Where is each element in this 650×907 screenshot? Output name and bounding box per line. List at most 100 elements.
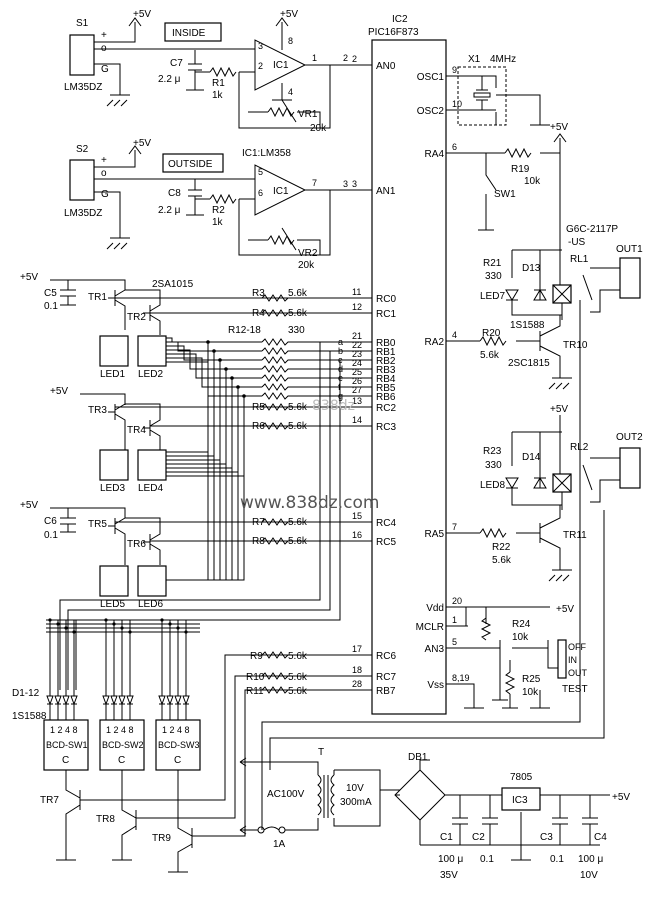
bcd-diode (54, 620, 62, 720)
c4-value: 100 μ (578, 854, 603, 865)
segment-drop (166, 387, 239, 581)
ic1-p1: 1 (312, 53, 317, 63)
segment-resistor (261, 347, 350, 355)
r23-label: R23 (483, 446, 502, 457)
db1-bridge (394, 759, 460, 845)
c7-symbol (186, 50, 210, 91)
ic2-pin-name: RB7 (376, 686, 396, 697)
ic2-pin-name: OSC1 (417, 72, 445, 83)
c4-voltage: 10V (580, 870, 598, 881)
r11-label: R11 (246, 686, 264, 697)
tr10-label: TR10 (563, 340, 588, 351)
sw1-label: SW1 (494, 189, 516, 200)
led1-label: LED1 (100, 369, 125, 380)
r12-18-label: R12-18 (228, 325, 261, 336)
r20-label: R20 (482, 328, 501, 339)
segment-line (166, 337, 262, 343)
outside-label: OUTSIDE (168, 159, 213, 170)
ic2-pin-name: RC1 (376, 309, 396, 320)
r2-symbol (209, 193, 237, 205)
display-group-1: +5V C5 0.1 TR1 2SA1015 TR2 LED1 LED2 (20, 272, 372, 380)
ic2-pin-number: 21 (352, 331, 362, 341)
ic2-pin-name: RC2 (376, 403, 396, 414)
ic2-pin-number: 27 (352, 385, 362, 395)
r2-label: R2 (212, 205, 225, 216)
tr3-supply (80, 393, 126, 405)
tr1-label: TR1 (88, 292, 107, 303)
r25-symbol (504, 671, 516, 695)
s1-ref: S1 (76, 18, 89, 29)
r10-value: 5.6k (288, 672, 308, 683)
r5-label: R5 (252, 402, 265, 413)
c4-label: C4 (594, 832, 607, 843)
tr6-symbol (125, 517, 372, 565)
led5-display (99, 565, 129, 597)
r11-value: 5.6k (288, 686, 308, 697)
ic2-pin-number: 18 (352, 665, 362, 675)
vr1-label: VR1 (298, 109, 318, 120)
ic3-regulator (501, 787, 541, 811)
bcd-diode (182, 620, 190, 720)
r6-label: R6 (252, 421, 265, 432)
ic1b-opamp (254, 164, 307, 216)
fuse-label: 1A (273, 839, 286, 850)
r4-label: R4 (252, 308, 265, 319)
led4-label: LED4 (138, 483, 163, 494)
ic2-pin-number: 13 (352, 396, 362, 406)
out1-label: OUT1 (616, 244, 643, 255)
led8-d14-symbols (505, 477, 562, 506)
s1-vcc: +5V (133, 9, 151, 20)
segment-drop (166, 351, 215, 581)
ic1-p8: 8 (288, 36, 293, 46)
d13-label: D13 (522, 263, 541, 274)
ic2-pin-name: AN1 (376, 186, 396, 197)
test-out: OUT (568, 668, 588, 678)
x1-value: 4MHz (490, 54, 516, 65)
bcd-bus-line (59, 342, 321, 690)
rl1-wires (511, 153, 620, 320)
segment-resistor (261, 356, 350, 364)
c6-value: 0.1 (44, 530, 58, 541)
c1-label: C1 (440, 832, 453, 843)
c2-value: 0.1 (480, 854, 494, 865)
c3-value: 0.1 (550, 854, 564, 865)
r1-value: 1k (212, 90, 224, 101)
vr2-label: VR2 (298, 248, 318, 259)
ic2-pin-number: 22 (352, 340, 362, 350)
ic2-pin-number: 17 (352, 644, 362, 654)
x1-crystal-box (457, 66, 507, 126)
tr6-label: TR6 (127, 539, 146, 550)
led2-display (137, 335, 167, 367)
inside-label-box (164, 22, 222, 42)
bcd2-common: C (118, 755, 125, 766)
ic2-pin-number: 4 (452, 330, 457, 340)
ic2-ref: IC2 (392, 14, 408, 25)
tr1-symbol (108, 289, 372, 330)
vcc-group3: +5V (20, 500, 38, 511)
r7-label: R7 (252, 517, 265, 528)
ic2-pin-number: 14 (352, 415, 362, 425)
ic2-pin-number: 9 (452, 65, 457, 75)
c6-label: C6 (44, 516, 57, 527)
ic2-pin-name: AN3 (425, 644, 445, 655)
vr2-value: 20k (298, 260, 315, 271)
c3-label: C3 (540, 832, 553, 843)
segment-bus (59, 337, 350, 690)
bcd-diode (102, 620, 110, 720)
an1-pin: 3 (343, 179, 348, 189)
c1-voltage: 35V (440, 870, 458, 881)
ic2-pin-number: 11 (352, 287, 361, 297)
d14-label: D14 (522, 452, 541, 463)
c7-value: 2.2 μ (158, 74, 181, 85)
led7-label: LED7 (480, 291, 505, 302)
ic2-pin-name: RA4 (425, 149, 445, 160)
vr1-symbol (267, 99, 297, 123)
segment-letter: c (338, 355, 343, 365)
led8-label: LED8 (480, 480, 505, 491)
r4-value: 5.6k (288, 308, 308, 319)
x1-wires (446, 75, 550, 126)
out2-terminal (619, 447, 641, 489)
ic1b-wires (238, 178, 372, 256)
tr1-part: 2SA1015 (152, 279, 194, 290)
bcd1-common: C (62, 755, 69, 766)
